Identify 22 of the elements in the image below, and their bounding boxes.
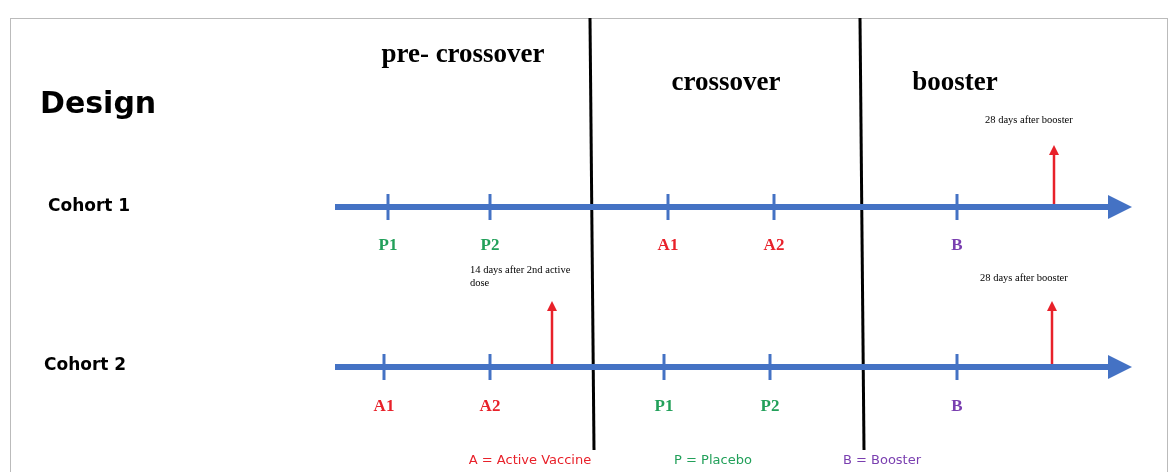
- legend-entry: P = Placebo: [673, 453, 753, 468]
- cohort-label: Cohort 2: [44, 355, 127, 374]
- cohort-label: Cohort 1: [48, 196, 131, 215]
- timepoint-note: 28 days after booster: [985, 114, 1074, 127]
- dose-label: A1: [372, 397, 396, 416]
- dose-label: A2: [478, 397, 502, 416]
- dose-label: P2: [759, 397, 781, 416]
- timepoint-note: 28 days after booster: [980, 272, 1069, 285]
- dose-label: B: [950, 236, 964, 255]
- dose-label: P1: [377, 236, 399, 255]
- dose-label: P1: [653, 397, 675, 416]
- legend-entry: B = Booster: [841, 453, 923, 468]
- dose-label: A1: [656, 236, 680, 255]
- dose-label: A2: [762, 236, 786, 255]
- phase-heading: crossover: [670, 68, 782, 95]
- timepoint-note: 14 days after 2nd active dose: [470, 264, 572, 290]
- phase-heading: booster: [911, 68, 999, 95]
- legend-entry: A = Active Vaccine: [467, 453, 593, 468]
- phase-heading: pre- crossover: [380, 40, 546, 67]
- dose-label: P2: [479, 236, 501, 255]
- dose-label: B: [950, 397, 964, 416]
- diagram-title: Design: [40, 86, 157, 119]
